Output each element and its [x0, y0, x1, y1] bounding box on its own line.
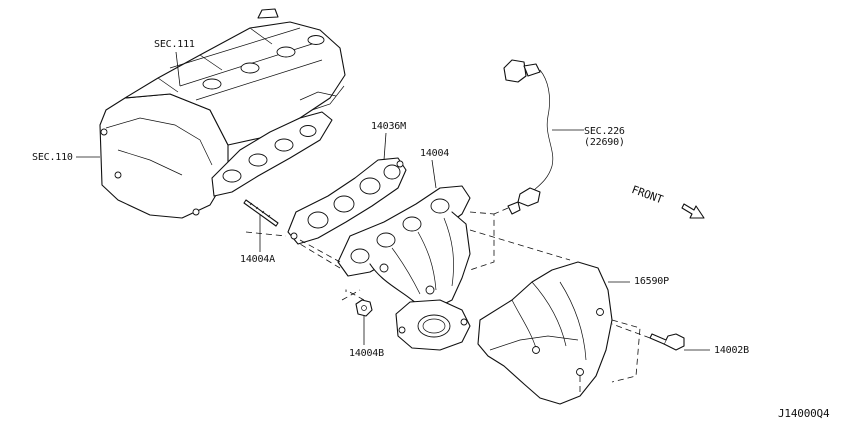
gasket-14036m: [287, 157, 407, 245]
label-16590p: 16590P: [634, 276, 669, 287]
exhaust-manifold-14004: [337, 185, 471, 351]
heat-insulator-16590p: [477, 261, 630, 405]
label-14036m: 14036M: [371, 121, 406, 132]
label-sec-226-sub: (22690): [584, 137, 625, 148]
label-14002b: 14002B: [714, 345, 749, 356]
front-arrow-icon: [681, 203, 705, 219]
label-sec-110: SEC.110: [32, 152, 73, 163]
label-14004a: 14004A: [240, 254, 275, 265]
nut-14004b: [355, 299, 373, 345]
label-sec-111: SEC.111: [154, 39, 195, 50]
oxygen-sensor: [503, 59, 584, 215]
assembly-lines: [245, 207, 651, 396]
label-14004b: 14004B: [349, 348, 384, 359]
label-sec-226: SEC.226: [584, 126, 625, 137]
label-14004: 14004: [420, 148, 450, 159]
cylinder-head: [99, 8, 346, 219]
diagram-code: J14000Q4: [778, 407, 830, 420]
bolt-14002b: [649, 333, 710, 351]
